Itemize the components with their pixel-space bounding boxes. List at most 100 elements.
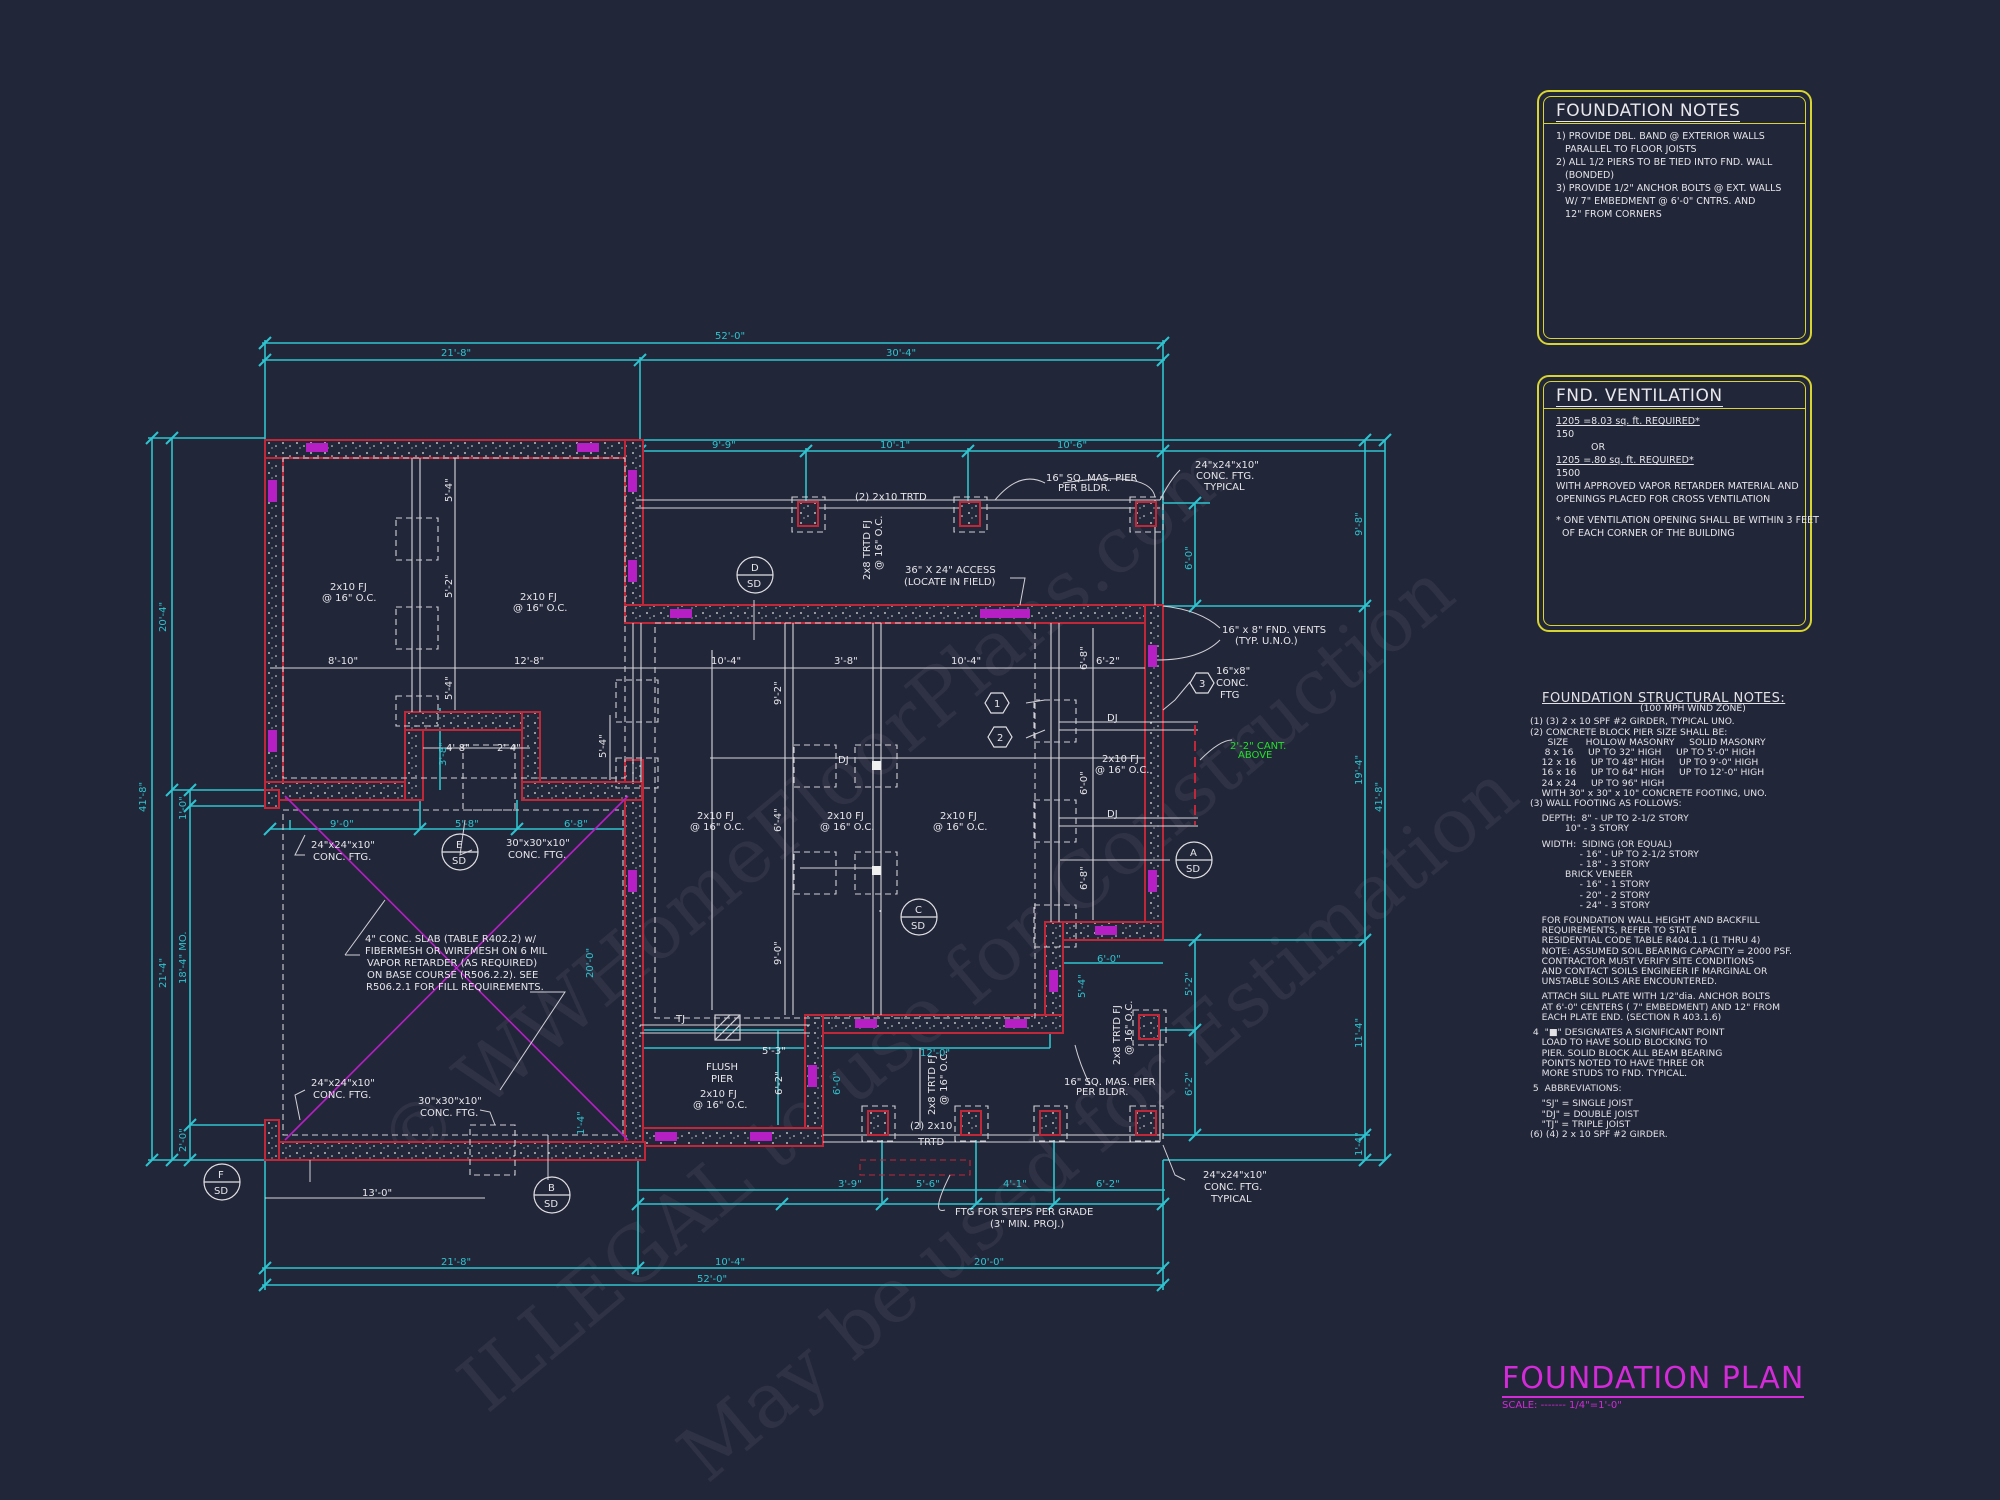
ftg16-label: 16"x8" bbox=[1216, 666, 1250, 677]
pier-footings bbox=[282, 457, 1167, 1176]
structural-note-line: PIER. SOLID BLOCK ALL BEAM BEARING bbox=[1530, 1047, 1723, 1059]
dim-left-upper: 20'-4" bbox=[158, 602, 169, 632]
leader-lines bbox=[294, 469, 1233, 1212]
vent-calc-2: 1205 =.80 sq. ft. REQUIRED* bbox=[1556, 455, 1694, 466]
dim-bottom-overall: 52'-0" bbox=[697, 1274, 727, 1285]
hex-tag-1: 1 bbox=[994, 699, 1000, 710]
structural-note-line: RESIDENTIAL CODE TABLE R404.1.1 (1 THRU … bbox=[1530, 935, 1761, 947]
dim-6-0b: 6'-0" bbox=[1097, 954, 1121, 965]
foundation-note-line: 2) ALL 1/2 PIERS TO BE TIED INTO FND. WA… bbox=[1556, 157, 1773, 168]
foundation-note-line: 1) PROVIDE DBL. BAND @ EXTERIOR WALLS bbox=[1556, 131, 1765, 142]
ftg-conc-label: CONC. FTG. bbox=[1204, 1182, 1262, 1193]
dim-5-4c: 5'-4" bbox=[598, 734, 609, 758]
dim-1-4: 1'-4" bbox=[576, 1111, 587, 1135]
hex-tag-3: 3 bbox=[1199, 679, 1205, 690]
ftg-24-label: 24"x24"x10" bbox=[311, 840, 375, 851]
dim-4-8: 4'-8" bbox=[446, 743, 470, 754]
slab-x-lines bbox=[284, 795, 629, 1141]
dj-label: DJ bbox=[1107, 713, 1118, 724]
dim-left-lower: 21'-4" bbox=[158, 958, 169, 988]
cant-note-sub: ABOVE bbox=[1238, 750, 1272, 761]
structural-note-line: WITH 30" x 30" x 10" CONCRETE FOOTING, U… bbox=[1530, 787, 1767, 799]
ftg-conc-label: CONC. FTG. bbox=[508, 850, 566, 861]
ftg-conc-label: CONC. FTG. bbox=[313, 1090, 371, 1101]
dim-6-8: 6'-8" bbox=[564, 819, 588, 830]
fnd-ventilation-title: FND. VENTILATION bbox=[1556, 386, 1723, 407]
steps-note: FTG FOR STEPS PER GRADE bbox=[955, 1207, 1093, 1218]
section-f-sheet: SD bbox=[214, 1186, 228, 1197]
dim-12-0: 12'-0" bbox=[920, 1048, 950, 1059]
structural-note-line: "SJ" = SINGLE JOIST bbox=[1530, 1098, 1633, 1110]
section-markers bbox=[203, 556, 1213, 1214]
access-label: 36" X 24" ACCESS bbox=[905, 565, 996, 576]
vent-note-line: OF EACH CORNER OF THE BUILDING bbox=[1556, 528, 1735, 539]
dim-right-9-8: 9'-8" bbox=[1354, 512, 1365, 536]
girder-trtd: TRTD bbox=[917, 1137, 944, 1148]
structural-note-line: AND CONTACT SOILS ENGINEER IF MARGINAL O… bbox=[1530, 966, 1768, 978]
structural-note-line: LOAD TO HAVE SOLID BLOCKING TO bbox=[1530, 1037, 1708, 1049]
dimension-lines bbox=[148, 340, 1386, 1290]
dim-top-seg2: 10'-1" bbox=[880, 440, 910, 451]
structural-note-line: CONTRACTOR MUST VERIFY SITE CONDITIONS bbox=[1530, 955, 1754, 967]
dim-6-8b: 6'-8" bbox=[1079, 646, 1090, 670]
section-a-letter: A bbox=[1190, 848, 1197, 859]
flush-pier bbox=[714, 1014, 741, 1041]
ftg-24-label: 24"x24"x10" bbox=[1203, 1170, 1267, 1181]
dim-5-4b: 5'-4" bbox=[444, 676, 455, 700]
fj-spacing: @ 16" O.C. bbox=[820, 822, 875, 833]
dim-6-4: 6'-4" bbox=[773, 808, 784, 832]
foundation-note-line: PARALLEL TO FLOOR JOISTS bbox=[1556, 144, 1697, 155]
dimension-ticks bbox=[145, 336, 1392, 1292]
dim-5-4a: 5'-4" bbox=[444, 478, 455, 502]
slab-note-1: 4" CONC. SLAB (TABLE R402.2) w/ bbox=[365, 934, 537, 945]
dim-steps-4: 6'-2" bbox=[1096, 1179, 1120, 1190]
fj-spacing: @ 16" O.C. bbox=[690, 822, 745, 833]
dim-right-overall: 41'-8" bbox=[1374, 782, 1385, 812]
ftg-24-label: 24"x24"x10" bbox=[1195, 460, 1259, 471]
structural-note-line: 5 ABBREVIATIONS: bbox=[1530, 1083, 1622, 1095]
dim-left-2-0: 2'-0" bbox=[178, 1128, 189, 1152]
section-b-letter: B bbox=[548, 1183, 555, 1194]
structural-note-line: NOTE: ASSUMED SOIL BEARING CAPACITY = 20… bbox=[1530, 945, 1792, 957]
structural-notes: FOUNDATION STRUCTURAL NOTES: (100 MPH WI… bbox=[1530, 692, 1830, 1140]
dim-right-19-4: 19'-4" bbox=[1354, 755, 1365, 785]
fj-label: 2x10 FJ bbox=[700, 1089, 737, 1100]
dim-9-2: 9'-2" bbox=[773, 681, 784, 705]
dim-bottom-mid: 10'-4" bbox=[715, 1257, 745, 1268]
trtd-fj-label: 2x8 TRTD FJ bbox=[862, 520, 873, 580]
mas-pier-sub: PER BLDR. bbox=[1076, 1087, 1128, 1098]
ftg-conc-label: CONC. FTG. bbox=[420, 1108, 478, 1119]
structural-note-line: - 24" - 3 STORY bbox=[1530, 899, 1650, 911]
dim-bottom-left: 21'-8" bbox=[441, 1257, 471, 1268]
trtd-fj-spacing: @ 16" O.C. bbox=[939, 1051, 950, 1106]
fj-spacing: @ 16" O.C. bbox=[1095, 765, 1150, 776]
fj-spacing: @ 16" O.C. bbox=[322, 593, 377, 604]
drawing-scale: SCALE: ------- 1/4"=1'-0" bbox=[1502, 1400, 1622, 1411]
structural-note-line: BRICK VENEER bbox=[1530, 869, 1633, 881]
vents-label: 16" x 8" FND. VENTS bbox=[1222, 625, 1326, 636]
ftg-typical-label: TYPICAL bbox=[1210, 1194, 1252, 1205]
structural-note-line: SIZE HOLLOW MASONRY SOLID MASONRY bbox=[1530, 736, 1766, 748]
dim-top-overall: 52'-0" bbox=[715, 331, 745, 342]
vents bbox=[268, 443, 1157, 1141]
cant-note: 2'-2" CANT. bbox=[1230, 741, 1286, 752]
vents-sub: (TYP. U.N.O.) bbox=[1235, 636, 1298, 647]
dim-6-2b: 6'-2" bbox=[774, 1071, 785, 1095]
slab-note-4: ON BASE COURSE (R506.2.2). SEE bbox=[367, 970, 538, 981]
structural-note-line: ATTACH SILL PLATE WITH 1/2"dia. ANCHOR B… bbox=[1530, 991, 1771, 1003]
structural-note-line: (6) (4) 2 x 10 SPF #2 GIRDER. bbox=[1530, 1128, 1668, 1140]
dim-6-0: 6'-0" bbox=[1079, 771, 1090, 795]
structural-note-line: AT 6'-0" CENTERS ( 7" EMBEDMENT) AND 12"… bbox=[1530, 1001, 1781, 1013]
girder-2x10: (2) 2x10 bbox=[910, 1121, 952, 1132]
structural-note-line: DEPTH: 8" - UP TO 2-1/2 STORY bbox=[1530, 813, 1689, 825]
structural-note-line: 4 "■" DESIGNATES A SIGNIFICANT POINT bbox=[1530, 1027, 1725, 1039]
structural-note-line: - 18" - 3 STORY bbox=[1530, 859, 1650, 871]
structural-note-line: WIDTH: SIDING (OR EQUAL) bbox=[1530, 838, 1673, 850]
dim-left-overall: 41'-8" bbox=[138, 782, 149, 812]
vent-or: OR bbox=[1591, 442, 1606, 453]
dim-12-8: 12'-8" bbox=[514, 656, 544, 667]
dim-5-2: 5'-2" bbox=[444, 574, 455, 598]
dim-top-seg1: 9'-9" bbox=[712, 440, 736, 451]
ftg-30-label: 30"x30"x10" bbox=[506, 838, 570, 849]
ftg16-ftg: FTG bbox=[1220, 690, 1239, 701]
